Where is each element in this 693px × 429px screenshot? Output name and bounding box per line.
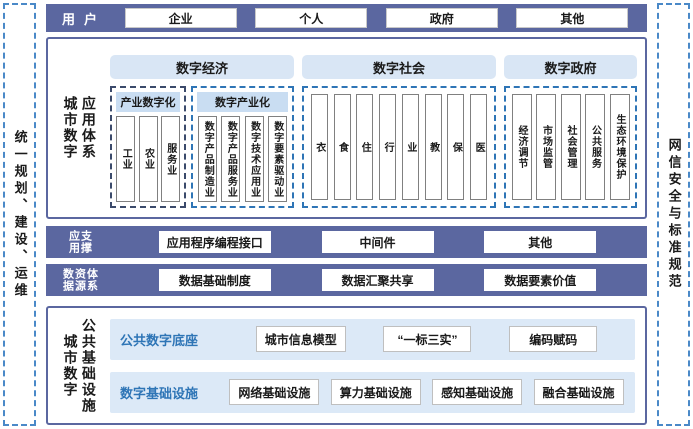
section-digital-society: 数字社会 衣 食 住 行 业 教 保 医 xyxy=(302,55,496,208)
user-type-government: 政府 xyxy=(385,8,498,28)
user-type-individual: 个人 xyxy=(255,8,368,28)
application-system-label-col1: 城市数字 xyxy=(62,96,79,160)
cell-food: 食 xyxy=(333,94,351,200)
row-digital-infrastructure: 数字基础设施 网络基础设施 算力基础设施 感知基础设施 融合基础设施 xyxy=(110,371,635,413)
group-industry-digitalization-items: 工业 农业 服务业 xyxy=(116,116,180,202)
row-digital-infrastructure-items: 网络基础设施 算力基础设施 感知基础设施 融合基础设施 xyxy=(218,379,635,405)
group-digital-industrialization-title: 数字产业化 xyxy=(197,92,288,112)
data-resource-bar: 数据 资源 体系 数据基础制度 数据汇聚共享 数据要素价值 xyxy=(46,264,647,296)
cell-medical: 医 xyxy=(470,94,488,200)
public-infrastructure-label-col1: 城市数字 xyxy=(62,333,79,398)
box-sensing-infrastructure: 感知基础设施 xyxy=(432,379,523,405)
cell-digital-factor-driven: 数字要素驱动业 xyxy=(267,116,287,202)
left-rail-label: 统一规划、建设、运维 xyxy=(12,129,28,300)
cell-insurance: 保 xyxy=(447,94,465,200)
cell-services: 服务业 xyxy=(160,116,180,202)
box-data-aggregation-sharing: 数据汇聚共享 xyxy=(321,269,434,291)
group-digital-industrialization: 数字产业化 数字产品制造业 数字产品服务业 数字技术应用业 数字要素驱动业 xyxy=(191,86,294,208)
section-digital-society-title: 数字社会 xyxy=(302,55,496,79)
application-support-label: 应用 支撑 xyxy=(67,230,92,254)
section-digital-government: 数字政府 经济调节 市场监管 社会管理 公共服务 生态环境保护 xyxy=(504,55,637,208)
left-rail-unified-planning: 统一规划、建设、运维 xyxy=(3,3,36,426)
user-type-enterprise: 企业 xyxy=(124,8,237,28)
infrastructure-rows: 公共数字底座 城市信息模型 “一标三实” 编码赋码 数字基础设施 网络基础设施 … xyxy=(110,308,645,423)
box-support-other: 其他 xyxy=(484,231,597,253)
cell-transport: 行 xyxy=(379,94,397,200)
cell-digital-technology-application: 数字技术应用业 xyxy=(244,116,264,202)
data-resource-label: 数据 资源 体系 xyxy=(61,268,98,292)
group-digital-industrialization-items: 数字产品制造业 数字产品服务业 数字技术应用业 数字要素驱动业 xyxy=(197,116,288,202)
box-data-basic-system: 数据基础制度 xyxy=(158,269,271,291)
box-city-information-model: 城市信息模型 xyxy=(255,326,346,352)
cell-digital-product-manufacturing: 数字产品制造业 xyxy=(198,116,218,202)
public-infrastructure-panel: 城市数字 公共基础设施 公共数字底座 城市信息模型 “一标三实” 编码赋码 数字… xyxy=(46,306,647,425)
box-network-infrastructure: 网络基础设施 xyxy=(229,379,320,405)
application-system-label: 城市数字 应用体系 xyxy=(48,39,110,217)
row-digital-infrastructure-title: 数字基础设施 xyxy=(120,385,199,401)
right-rail-security-standards: 网信安全与标准规范 xyxy=(657,3,690,426)
group-digital-society: 衣 食 住 行 业 教 保 医 xyxy=(302,86,496,208)
application-support-bar: 应用 支撑 应用程序编程接口 中间件 其他 xyxy=(46,226,647,258)
cell-industry: 工业 xyxy=(116,116,136,202)
public-infrastructure-label-col2: 公共基础设施 xyxy=(80,317,97,414)
cell-social-management: 社会管理 xyxy=(560,94,581,200)
cell-public-services: 公共服务 xyxy=(585,94,605,200)
application-system-panel: 城市数字 应用体系 数字经济 产业数字化 工业 农业 服务业 xyxy=(46,37,647,219)
user-bar-label: 用户 xyxy=(62,11,107,27)
row-public-digital-base: 公共数字底座 城市信息模型 “一标三实” 编码赋码 xyxy=(110,318,635,360)
box-coding-assignment: 编码赋码 xyxy=(509,326,598,352)
box-one-standard-three-reals: “一标三实” xyxy=(383,326,472,352)
row-public-digital-base-items: 城市信息模型 “一标三实” 编码赋码 xyxy=(218,326,635,352)
section-digital-government-title: 数字政府 xyxy=(504,55,637,79)
row-public-digital-base-title: 公共数字底座 xyxy=(120,332,199,348)
digital-economy-body: 产业数字化 工业 农业 服务业 数字产业化 数字产品制造业 数字产品服务业 数字… xyxy=(110,86,294,208)
user-type-other: 其他 xyxy=(516,8,629,28)
public-infrastructure-label: 城市数字 公共基础设施 xyxy=(48,308,110,423)
box-converged-infrastructure: 融合基础设施 xyxy=(533,379,624,405)
box-data-factor-value: 数据要素价值 xyxy=(484,269,597,291)
section-digital-economy-title: 数字经济 xyxy=(110,55,294,79)
user-bar-items: 企业 个人 政府 其他 xyxy=(106,8,647,28)
application-system-label-col2: 应用体系 xyxy=(80,96,97,160)
application-support-items: 应用程序编程接口 中间件 其他 xyxy=(108,231,647,253)
digital-society-body: 衣 食 住 行 业 教 保 医 xyxy=(302,86,496,208)
cell-eco-environment-protection: 生态环境保护 xyxy=(609,94,630,200)
cell-education: 教 xyxy=(424,94,442,200)
box-middleware: 中间件 xyxy=(321,231,434,253)
application-sections: 数字经济 产业数字化 工业 农业 服务业 数字产业化 数字产品制造业 xyxy=(110,39,645,217)
data-resource-items: 数据基础制度 数据汇聚共享 数据要素价值 xyxy=(108,269,647,291)
cell-agriculture: 农业 xyxy=(138,116,158,202)
cell-economic-regulation: 经济调节 xyxy=(511,94,532,200)
box-api: 应用程序编程接口 xyxy=(158,231,271,253)
cell-housing: 住 xyxy=(356,94,374,200)
right-rail-label: 网信安全与标准规范 xyxy=(666,138,682,291)
cell-work: 业 xyxy=(401,94,419,200)
user-bar: 用户 企业 个人 政府 其他 xyxy=(46,4,647,32)
cell-market-supervision: 市场监管 xyxy=(536,94,556,200)
digital-government-body: 经济调节 市场监管 社会管理 公共服务 生态环境保护 xyxy=(504,86,637,208)
cell-digital-product-services: 数字产品服务业 xyxy=(221,116,241,202)
box-computing-infrastructure: 算力基础设施 xyxy=(330,379,421,405)
group-industry-digitalization: 产业数字化 工业 农业 服务业 xyxy=(110,86,186,208)
group-digital-government: 经济调节 市场监管 社会管理 公共服务 生态环境保护 xyxy=(504,86,637,208)
section-digital-economy: 数字经济 产业数字化 工业 农业 服务业 数字产业化 数字产品制造业 xyxy=(110,55,294,208)
group-industry-digitalization-title: 产业数字化 xyxy=(116,92,180,112)
cell-clothing: 衣 xyxy=(310,94,328,200)
